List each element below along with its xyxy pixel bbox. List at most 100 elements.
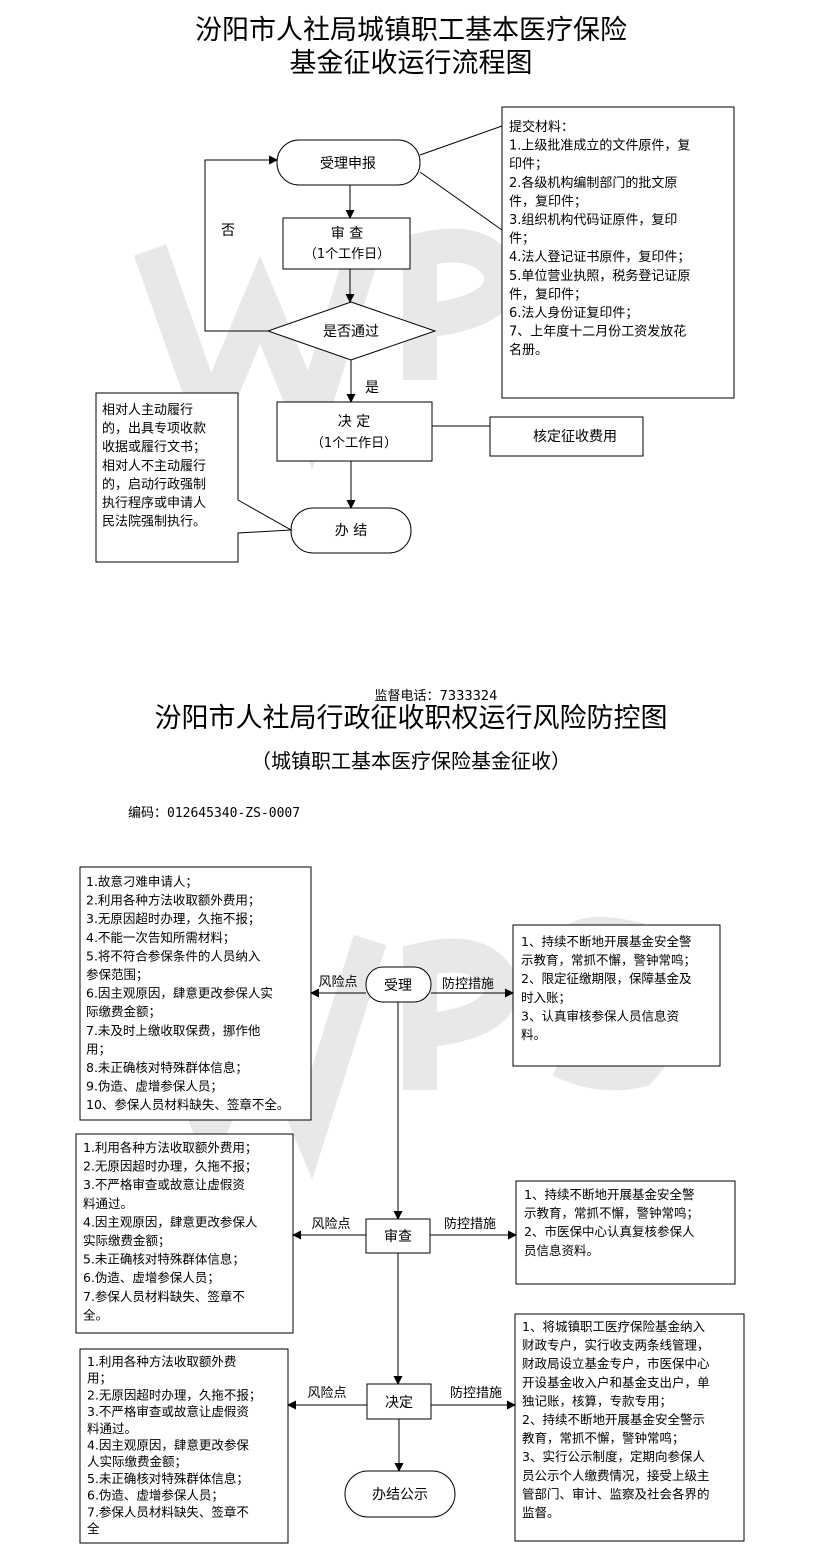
risk-decide-line: 人实际缴费金额； bbox=[87, 1454, 187, 1469]
risk-decide-line: 6.伪造、虚增参保人员； bbox=[87, 1488, 224, 1503]
materials-line: 4.法人登记证书原件，复印件； bbox=[509, 250, 690, 265]
risk-decide-line: 2.无原因超时办理，久拖不报； bbox=[87, 1387, 261, 1402]
node-decide-days: （1个工作日） bbox=[311, 436, 397, 451]
risk-decide-line: 5.未正确核对特殊群体信息； bbox=[87, 1471, 249, 1486]
risk-accept-line: 用； bbox=[86, 1041, 111, 1056]
materials-line: 3.组织机构代码证原件，复印 bbox=[509, 213, 677, 228]
materials-line: 件，复印件； bbox=[509, 194, 587, 209]
risk-decide-line: 料通过。 bbox=[87, 1421, 137, 1436]
risk-accept-line: 10、参保人员材料缺失、签章不全。 bbox=[86, 1097, 289, 1112]
materials-line: 7、上年度十二月份工资发放花 bbox=[509, 324, 686, 340]
node-review-label: 审 查 bbox=[331, 226, 363, 242]
node-review-days: （1个工作日） bbox=[304, 247, 390, 262]
risk-decide-line: 4.因主观原因，肆意更改参保 bbox=[87, 1438, 249, 1453]
control-decide-line: 财政局设立基金专户，市医保中心 bbox=[522, 1356, 710, 1371]
risk-decide-line: 1.利用各种方法收取额外费 bbox=[87, 1354, 236, 1369]
node-accept-report-label: 受理申报 bbox=[320, 156, 376, 172]
control-box-review bbox=[515, 1180, 736, 1285]
control-review-line: 示教育，常抓不懈，警钟常鸣； bbox=[524, 1206, 699, 1221]
materials-line: 5.单位营业执照，税务登记证原 bbox=[509, 268, 690, 284]
fee-note-label: 核定征收费用 bbox=[533, 429, 617, 445]
materials-text: 提交材料：1.上级批准成立的文件原件，复印件；2.各级机构编制部门的批文原件，复… bbox=[509, 119, 690, 358]
materials-connector-bottom bbox=[419, 171, 503, 231]
control-label-review: 防控措施 bbox=[444, 1216, 496, 1232]
control-decide-line: 财政专户，实行收支两条线管理， bbox=[522, 1338, 710, 1353]
control-text-accept: 1、持续不断地开展基金安全警示教育，常抓不懈，警钟常鸣；2、限定征缴期限，保障基… bbox=[521, 934, 696, 1042]
node2-decide bbox=[366, 1383, 432, 1420]
node-decide bbox=[276, 401, 433, 462]
enforcement-box bbox=[95, 392, 293, 563]
risk-text-accept: 1.故意刁难申请人；2.利用各种方法收取额外费用；3.无原因超时办理，久拖不报；… bbox=[86, 874, 289, 1112]
materials-line: 1.上级批准成立的文件原件，复 bbox=[509, 138, 690, 154]
risk-review-line: 3.不严格审查或故意让虚假资 bbox=[83, 1177, 245, 1192]
control-decide-line: 1、将城镇职工医疗保险基金纳入 bbox=[522, 1319, 705, 1334]
control-label-accept: 防控措施 bbox=[442, 976, 494, 992]
control-decide-line: 开设基金收入户和基金支出户，单 bbox=[522, 1375, 710, 1390]
control-text-review: 1、持续不断地开展基金安全警示教育，常抓不懈，警钟常鸣； 2、市医保中心认真复核参… bbox=[524, 1187, 699, 1258]
materials-line: 印件； bbox=[509, 157, 548, 172]
control-review-line: 2、市医保中心认真复核参保人 bbox=[524, 1224, 695, 1239]
risk-label-decide: 风险点 bbox=[307, 1386, 346, 1401]
risk-accept-line: 8.未正确核对特殊群体信息； bbox=[86, 1060, 248, 1075]
node-pass-decision-label: 是否通过 bbox=[323, 324, 379, 340]
risk-accept-line: 5.将不符合参保条件的人员纳入 bbox=[86, 948, 261, 963]
enforcement-line: 执行程序或申请人 bbox=[102, 496, 206, 511]
risk-decide-line: 3.不严格审查或故意让虚假资 bbox=[87, 1404, 249, 1419]
risk-decide-line: 用； bbox=[87, 1371, 112, 1386]
materials-connector-top bbox=[419, 125, 503, 156]
risk-accept-line: 6.因主观原因，肆意更改参保人实 bbox=[86, 986, 273, 1001]
label-no: 否 bbox=[221, 223, 235, 239]
risk-accept-line: 7.未及时上缴收取保费，挪作他 bbox=[86, 1023, 261, 1038]
control-label-decide: 防控措施 bbox=[450, 1385, 502, 1401]
risk-review-line: 实际缴费金额； bbox=[83, 1233, 171, 1248]
node2-finish-label: 办结公示 bbox=[372, 1487, 428, 1503]
risk-label-accept: 风险点 bbox=[318, 975, 357, 990]
arrow-no-loop bbox=[204, 155, 278, 332]
control-accept-line: 3、认真审核参保人员信息资 bbox=[521, 1008, 679, 1023]
risk-box-accept bbox=[79, 866, 312, 1121]
node-decide-label: 决 定 bbox=[338, 414, 370, 430]
node2-accept-label: 受理 bbox=[384, 978, 412, 994]
enforcement-line: 的，出具专项收款 bbox=[102, 421, 206, 437]
materials-box bbox=[501, 106, 735, 399]
control-decide-line: 监督。 bbox=[522, 1505, 560, 1520]
control-decide-line: 员公示个人缴费情况，接受上级主 bbox=[522, 1468, 710, 1483]
materials-line: 2.各级机构编制部门的批文原 bbox=[509, 175, 677, 191]
risk-decide-line: 全 bbox=[87, 1521, 100, 1536]
risk-accept-line: 2.利用各种方法收取额外费用； bbox=[86, 893, 260, 908]
risk-review-line: 料通过。 bbox=[83, 1196, 133, 1211]
risk-box-decide bbox=[79, 1348, 289, 1544]
supervise-phone: 监督电话：7333324 bbox=[375, 689, 498, 704]
risk-accept-line: 1.故意刁难申请人； bbox=[86, 874, 198, 889]
risk-accept-line: 参保范围； bbox=[86, 967, 149, 982]
control-review-line: 员信息资料。 bbox=[524, 1243, 599, 1258]
control-decide-line: 2、持续不断地开展基金安全警示 bbox=[522, 1412, 705, 1427]
risk-accept-line: 9.伪造、虚增参保人员； bbox=[86, 1079, 223, 1094]
risk-accept-line: 际缴费金额； bbox=[86, 1004, 161, 1019]
control-accept-line: 料。 bbox=[521, 1027, 546, 1042]
risk-review-line: 5.未正确核对特殊群体信息； bbox=[83, 1252, 245, 1267]
label-yes: 是 bbox=[365, 380, 379, 396]
enforcement-line: 的，启动行政强制 bbox=[102, 476, 206, 492]
fee-note-box bbox=[489, 416, 644, 457]
materials-line: 6.法人身份证复印件； bbox=[509, 305, 638, 321]
control-decide-line: 教育，常抓不懈，警钟常鸣； bbox=[522, 1431, 685, 1446]
enforcement-line: 相对人不主动履行 bbox=[102, 459, 206, 474]
control-review-line: 1、持续不断地开展基金安全警 bbox=[524, 1187, 694, 1202]
enforcement-line: 民法院强制执行。 bbox=[102, 515, 206, 530]
risk-review-line: 1.利用各种方法收取额外费用； bbox=[83, 1140, 257, 1155]
risk-decide-line: 7.参保人员材料缺失、签章不 bbox=[87, 1504, 249, 1519]
risk-text-review: 1.利用各种方法收取额外费用；2.无原因超时办理，久拖不报；3.不严格审查或故意… bbox=[83, 1140, 258, 1322]
node2-finish bbox=[344, 1470, 456, 1518]
risk-label-review: 风险点 bbox=[311, 1217, 350, 1232]
control-decide-line: 3、实行公示制度，定期向参保人 bbox=[522, 1449, 705, 1464]
risk-review-line: 全。 bbox=[83, 1307, 108, 1322]
enforcement-line: 相对人主动履行 bbox=[102, 403, 193, 418]
risk-review-line: 6.伪造、虚增参保人员； bbox=[83, 1270, 220, 1285]
materials-line: 名册。 bbox=[509, 342, 548, 358]
control-accept-line: 时入账； bbox=[521, 990, 571, 1005]
risk-review-line: 7.参保人员材料缺失、签章不 bbox=[83, 1289, 245, 1304]
node2-review-label: 审查 bbox=[384, 1229, 412, 1245]
node-review bbox=[282, 217, 411, 270]
